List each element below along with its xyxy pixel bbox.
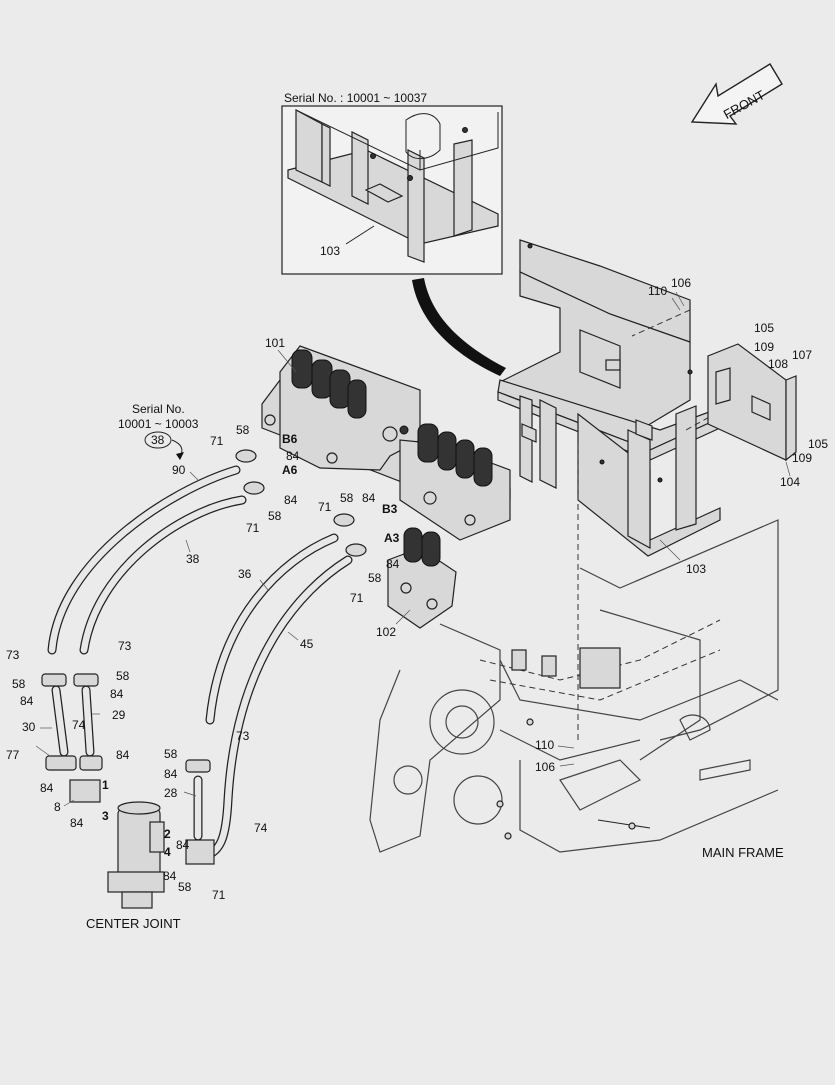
port-1: 1 <box>102 778 109 792</box>
label-58a: 58 <box>236 423 250 437</box>
inset-stand-drawing <box>287 108 499 263</box>
label-28: 28 <box>164 786 178 800</box>
label-105a: 105 <box>754 321 774 335</box>
label-58d: 58 <box>368 571 382 585</box>
label-73c: 73 <box>236 729 250 743</box>
label-73a: 73 <box>6 648 20 662</box>
label-90: 90 <box>172 463 186 477</box>
port-3: 3 <box>102 809 109 823</box>
label-58g: 58 <box>164 747 178 761</box>
label-84l: 84 <box>163 869 177 883</box>
label-84f: 84 <box>110 687 124 701</box>
label-108: 108 <box>768 357 788 371</box>
label-30: 30 <box>22 720 36 734</box>
label-77: 77 <box>6 748 20 762</box>
label-107: 107 <box>792 348 812 362</box>
label-84g: 84 <box>116 748 130 762</box>
leader-lines <box>35 291 791 807</box>
label-58c: 58 <box>340 491 354 505</box>
label-102: 102 <box>376 625 396 639</box>
option-valve-102 <box>387 527 457 629</box>
label-29: 29 <box>112 708 126 722</box>
label-58h: 58 <box>178 880 192 894</box>
part-labels: 101 102 103 104 105 105 106 106 107 108 … <box>6 276 828 902</box>
label-73b: 73 <box>118 639 132 653</box>
label-84c: 84 <box>362 491 376 505</box>
label-110a: 110 <box>648 284 667 298</box>
inset-pointer-arrow <box>412 278 506 376</box>
label-106b: 106 <box>535 760 555 774</box>
label-84e: 84 <box>20 694 34 708</box>
label-109a: 109 <box>754 340 774 354</box>
port-2: 2 <box>164 827 171 841</box>
label-84a: 84 <box>286 449 300 463</box>
label-103: 103 <box>686 562 706 576</box>
port-4: 4 <box>164 845 171 859</box>
port-a3: A3 <box>384 531 400 545</box>
port-labels: B6 A6 B3 A3 1 2 3 4 <box>102 432 400 859</box>
port-b3: B3 <box>382 502 398 516</box>
label-71d: 71 <box>350 591 364 605</box>
label-58e: 58 <box>12 677 26 691</box>
label-8: 8 <box>54 800 61 814</box>
label-110b: 110 <box>535 738 554 752</box>
label-84d: 84 <box>386 557 400 571</box>
label-71a: 71 <box>210 434 224 448</box>
caption-center-joint: CENTER JOINT <box>86 916 181 931</box>
label-84h: 84 <box>40 781 54 795</box>
serial-callout-38: Serial No. 10001 ~ 10003 38 <box>118 402 199 460</box>
label-84k: 84 <box>176 838 190 852</box>
inset-part-103: 103 <box>320 244 340 258</box>
label-84j: 84 <box>164 767 178 781</box>
callout-serial-range: 10001 ~ 10003 <box>118 417 199 431</box>
label-109b: 109 <box>792 451 812 465</box>
hoses <box>47 465 353 861</box>
label-105b: 105 <box>808 437 828 451</box>
caption-main-frame: MAIN FRAME <box>702 845 784 860</box>
label-74b: 74 <box>254 821 268 835</box>
main-control-valve-101 <box>261 345 511 541</box>
label-74a: 74 <box>72 718 86 732</box>
label-84i: 84 <box>70 816 84 830</box>
callout-circled-number: 38 <box>151 433 165 447</box>
bracket-104 <box>707 343 797 462</box>
label-71b: 71 <box>246 521 260 535</box>
inset-box: Serial No. : 10001 ~ 10037 103 <box>281 91 503 275</box>
port-a6: A6 <box>282 463 298 477</box>
label-71e: 71 <box>212 888 226 902</box>
label-104: 104 <box>780 475 800 489</box>
label-84b: 84 <box>284 493 298 507</box>
fittings <box>41 449 367 865</box>
center-joint <box>107 801 165 909</box>
label-45: 45 <box>300 637 314 651</box>
label-106a: 106 <box>671 276 691 290</box>
label-58f: 58 <box>116 669 130 683</box>
label-101: 101 <box>265 336 285 350</box>
callout-serial-label: Serial No. <box>132 402 185 416</box>
inset-serial-label: Serial No. : 10001 ~ 10037 <box>284 91 427 105</box>
label-71c: 71 <box>318 500 332 514</box>
port-b6: B6 <box>282 432 298 446</box>
main-stand <box>497 239 741 740</box>
label-38: 38 <box>186 552 200 566</box>
front-arrow: FRONT <box>690 63 783 125</box>
label-36: 36 <box>238 567 252 581</box>
main-frame-outline <box>369 519 779 853</box>
label-58b: 58 <box>268 509 282 523</box>
